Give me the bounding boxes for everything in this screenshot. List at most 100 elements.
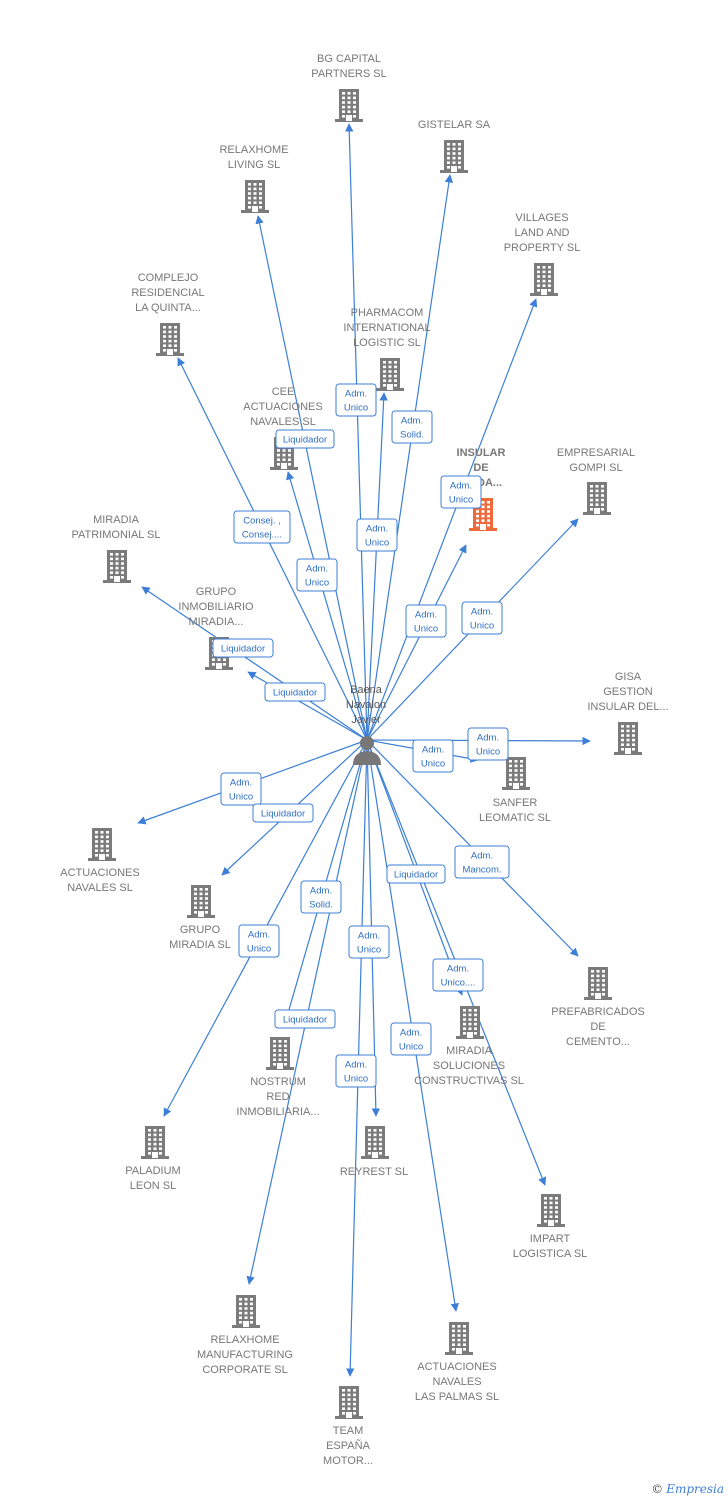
relation-text: Solid. xyxy=(400,430,424,441)
company-label: DE xyxy=(590,1021,605,1033)
relation-text: Adm. xyxy=(415,610,437,621)
company-node-actuaciones-las-palmas[interactable]: ACTUACIONES NAVALES LAS PALMAS SL xyxy=(415,1322,499,1403)
relation-text: Liquidador xyxy=(221,644,265,655)
company-label: REYREST SL xyxy=(340,1166,408,1178)
relation-text: Unico.... xyxy=(441,978,476,989)
empresia-brand[interactable]: ©Empresia xyxy=(651,1482,724,1496)
company-label: GRUPO xyxy=(180,924,221,936)
company-label: VILLAGES xyxy=(515,212,568,224)
relation-text: Adm. xyxy=(422,745,444,756)
company-label: ACTUACIONES xyxy=(60,867,139,879)
relation-label-r15[interactable]: Liquidador xyxy=(252,803,314,823)
edge-villages xyxy=(366,298,538,741)
building-icon xyxy=(502,757,530,790)
relation-text: Unico xyxy=(247,944,271,955)
company-label: ACTUACIONES xyxy=(417,1361,496,1373)
relation-box xyxy=(335,1054,377,1088)
building-icon xyxy=(335,89,363,122)
relation-label-r2[interactable]: Adm.Solid. xyxy=(391,410,433,444)
company-node-prefabricados[interactable]: PREFABRICADOSDECEMENTO... xyxy=(551,967,645,1048)
building-icon xyxy=(537,1194,565,1227)
relation-label-r21[interactable]: Adm.Unico.... xyxy=(432,958,484,992)
company-label: NAVALES xyxy=(432,1376,481,1388)
relation-label-r24[interactable]: Adm.Unico xyxy=(335,1054,377,1088)
relation-box xyxy=(252,803,314,823)
building-icon xyxy=(456,1006,484,1039)
relation-label-r11[interactable]: Liquidador xyxy=(264,682,326,702)
edge-bg-capital xyxy=(345,123,368,741)
relation-box xyxy=(432,958,484,992)
relation-text: Unico xyxy=(344,403,368,414)
building-icon xyxy=(232,1295,260,1328)
relation-label-r14[interactable]: Adm.Unico xyxy=(220,772,262,806)
relation-label-r12[interactable]: Adm.Unico xyxy=(412,739,454,773)
relation-label-r18[interactable]: Adm.Mancom. xyxy=(454,845,510,879)
relation-label-r1[interactable]: Adm.Unico xyxy=(335,383,377,417)
edge-insular xyxy=(366,544,467,741)
relation-label-r16[interactable]: Adm.Solid. xyxy=(300,880,342,914)
building-icon xyxy=(241,180,269,213)
relation-label-r6[interactable]: Adm.Unico xyxy=(356,518,398,552)
relation-label-r13[interactable]: Adm. Unico xyxy=(467,727,509,761)
brand-name: Empresia xyxy=(666,1482,724,1496)
relation-label-r5[interactable]: Consej. ,Consej.... xyxy=(233,510,291,544)
company-label: PHARMACOM xyxy=(351,307,424,319)
relation-label-r8[interactable]: Adm. Unico xyxy=(405,604,447,638)
relation-text: Unico xyxy=(414,624,438,635)
relation-label-r3[interactable]: Liquidador xyxy=(275,429,335,449)
company-node-gistelar[interactable]: GISTELAR SA xyxy=(418,119,491,173)
relation-text: Unico xyxy=(476,747,500,758)
relation-label-r4[interactable]: Adm.Unico xyxy=(440,475,482,509)
edge-complejo xyxy=(177,357,368,741)
relation-box xyxy=(296,558,338,592)
company-node-reyrest[interactable]: REYREST SL xyxy=(340,1126,408,1178)
building-icon xyxy=(156,323,184,356)
relation-text: Unico xyxy=(305,578,329,589)
edge-relaxhome-living xyxy=(255,215,368,741)
relation-label-r10[interactable]: Liquidador xyxy=(212,638,274,658)
relation-box xyxy=(220,772,262,806)
relation-text: Unico xyxy=(399,1042,423,1053)
relation-label-r22[interactable]: Liquidador xyxy=(274,1009,336,1029)
company-label: LAS PALMAS SL xyxy=(415,1391,499,1403)
company-label: MIRADIA xyxy=(446,1045,493,1057)
relation-label-r9[interactable]: Adm.Unico xyxy=(461,601,503,635)
relation-label-r17[interactable]: Liquidador xyxy=(386,864,446,884)
relation-box xyxy=(356,518,398,552)
relation-label-r23[interactable]: Adm.Unico xyxy=(390,1022,432,1056)
relation-label-r20[interactable]: Adm.Unico xyxy=(348,925,390,959)
relation-text: Adm. xyxy=(230,778,252,789)
person-label: Navalon xyxy=(346,699,386,711)
company-label: MIRADIA xyxy=(93,514,140,526)
relation-box xyxy=(386,864,446,884)
relation-text: Mancom. xyxy=(462,865,501,876)
relation-text: Liquidador xyxy=(283,1015,327,1026)
building-icon xyxy=(266,1037,294,1070)
relation-text: Adm. xyxy=(477,733,499,744)
relation-box xyxy=(238,924,280,958)
relation-label-r19[interactable]: Adm.Unico xyxy=(238,924,280,958)
company-label: PALADIUM xyxy=(125,1165,180,1177)
company-node-team-espana[interactable]: TEAMESPAÑAMOTOR... xyxy=(323,1386,373,1467)
company-node-nostrum[interactable]: NOSTRUMREDINMOBILIARIA... xyxy=(236,1037,320,1118)
relation-box xyxy=(212,638,274,658)
relation-label-r7[interactable]: Adm.Unico xyxy=(296,558,338,592)
company-label: SANFER xyxy=(493,797,538,809)
